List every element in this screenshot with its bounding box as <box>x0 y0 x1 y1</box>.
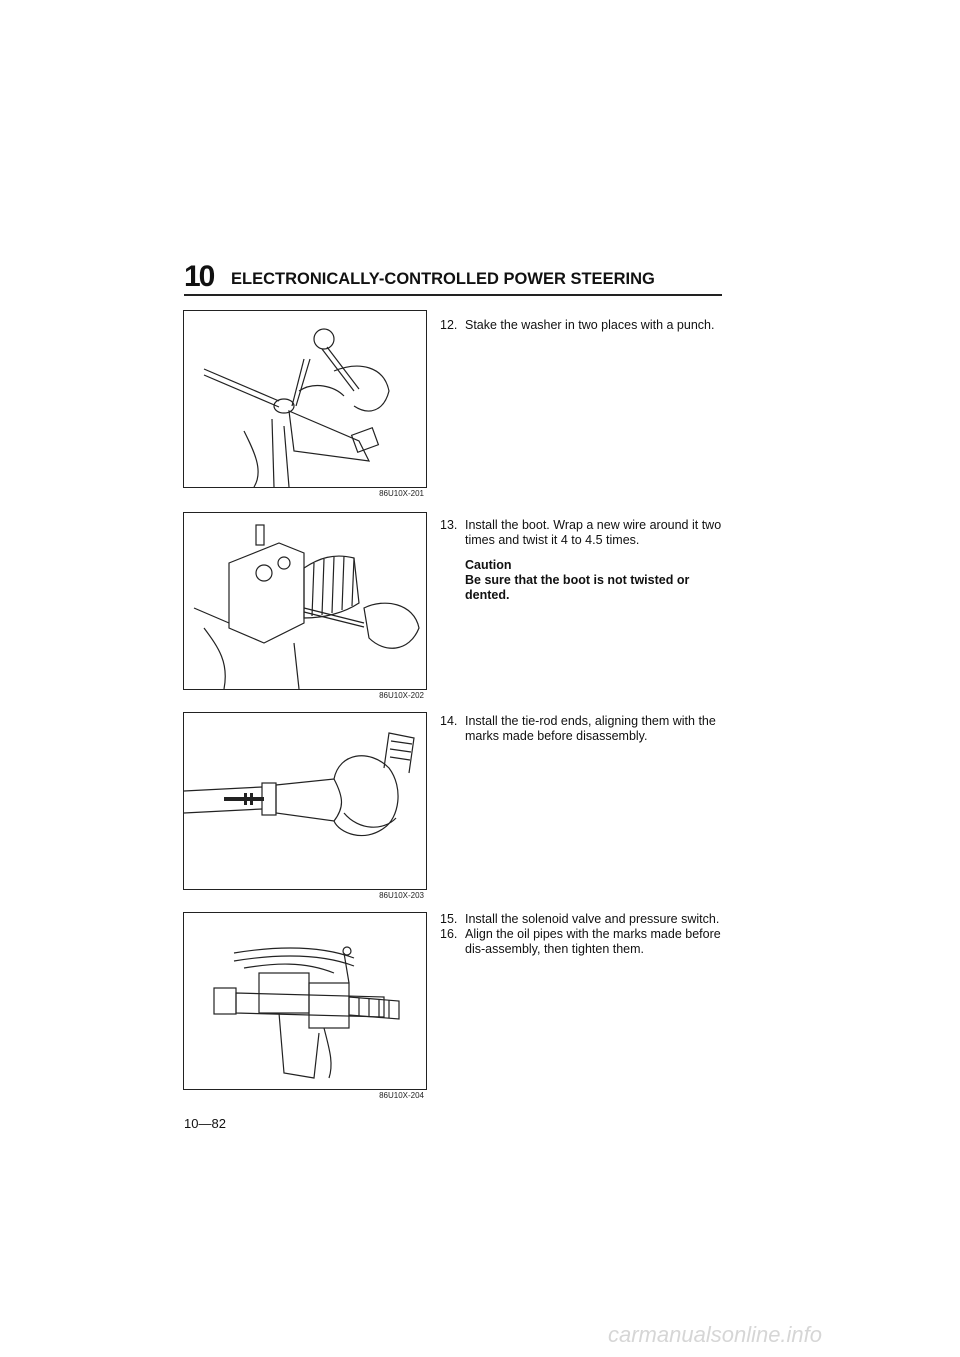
figure-install-boot <box>183 512 427 690</box>
chapter-title: ELECTRONICALLY-CONTROLLED POWER STEERING <box>231 270 655 288</box>
staking-washer-illustration <box>203 328 390 487</box>
page-header: 10 ELECTRONICALLY-CONTROLLED POWER STEER… <box>184 262 722 296</box>
figure-code: 86U10X-204 <box>379 1091 424 1100</box>
chapter-number: 10 <box>184 260 215 293</box>
figure-staking-washer <box>183 310 427 488</box>
step-13: 13. Install the boot. Wrap a new wire ar… <box>440 518 730 603</box>
step-16: 16. Align the oil pipes with the marks m… <box>440 927 730 957</box>
step-text: Align the oil pipes with the marks made … <box>465 927 721 956</box>
step-number: 14. <box>440 714 458 728</box>
step-number: 16. <box>440 927 458 941</box>
step-number: 13. <box>440 518 458 532</box>
step-15: 15. Install the solenoid valve and press… <box>440 912 730 927</box>
tie-rod-end-illustration <box>184 732 415 837</box>
step-text: Install the tie-rod ends, aligning them … <box>465 714 716 743</box>
step-14: 14. Install the tie-rod ends, aligning t… <box>440 714 730 744</box>
step-number: 15. <box>440 912 458 926</box>
page-number: 10—82 <box>184 1116 226 1131</box>
caution-text: Be sure that the boot is not twisted or … <box>465 573 690 602</box>
install-boot-illustration <box>193 524 420 689</box>
header-rule <box>184 294 722 296</box>
figure-code: 86U10X-202 <box>379 691 424 700</box>
watermark-text: carmanualsonline.info <box>608 1322 823 1347</box>
step-text: Install the solenoid valve and pressure … <box>465 912 720 926</box>
step-number: 12. <box>440 318 458 332</box>
step-text: Install the boot. Wrap a new wire around… <box>465 518 722 547</box>
figure-oil-pipes <box>183 912 427 1090</box>
caution-note: Caution Be sure that the boot is not twi… <box>465 558 730 603</box>
step-text: Stake the washer in two places with a pu… <box>465 318 715 332</box>
figure-code: 86U10X-201 <box>379 489 424 498</box>
caution-heading: Caution <box>465 558 512 572</box>
oil-pipes-illustration <box>213 946 400 1079</box>
figure-code: 86U10X-203 <box>379 891 424 900</box>
step-12: 12. Stake the washer in two places with … <box>440 318 730 333</box>
figure-tie-rod-end <box>183 712 427 890</box>
